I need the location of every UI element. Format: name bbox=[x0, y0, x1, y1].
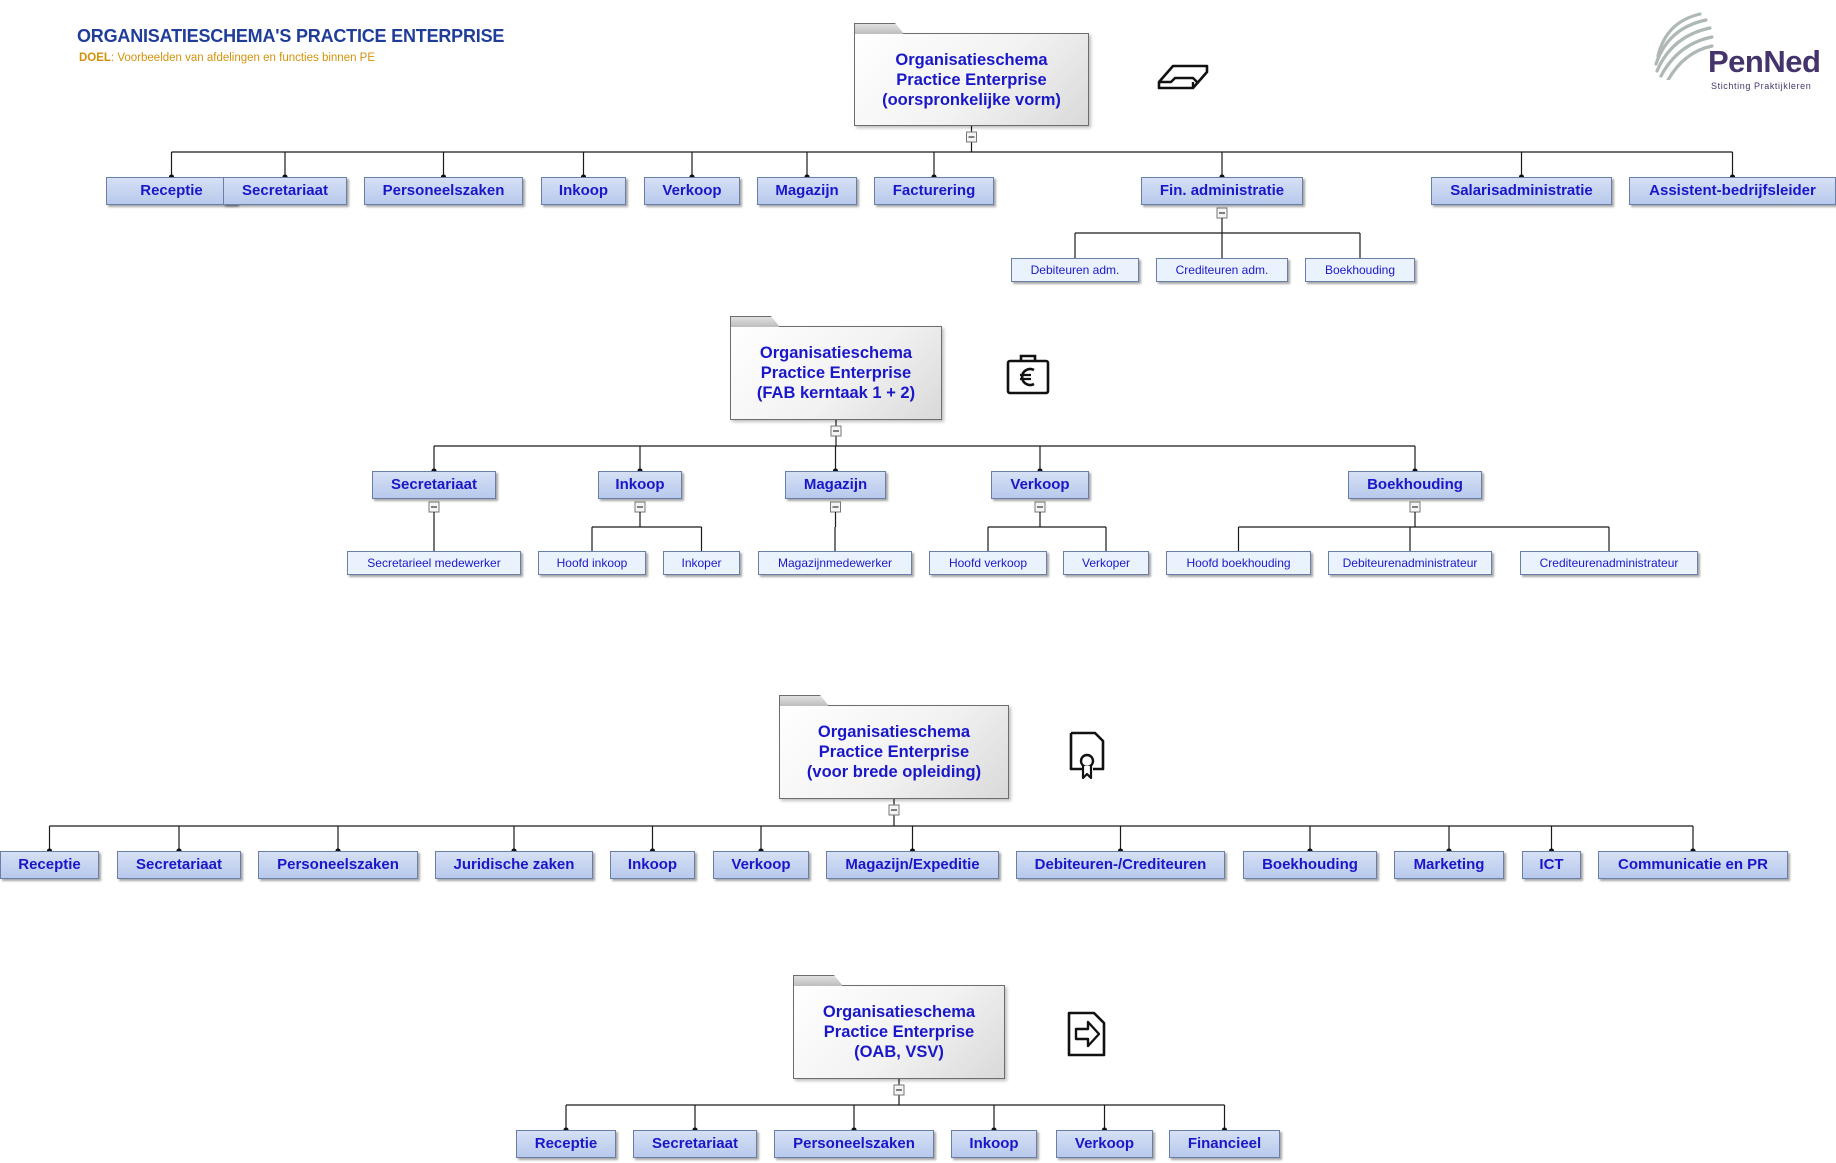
department-node[interactable]: Magazijn bbox=[785, 471, 886, 499]
department-node[interactable]: Inkoop bbox=[598, 471, 682, 499]
penned-logo: PenNed Stichting Praktijkleren bbox=[1648, 10, 1828, 95]
function-node[interactable]: Crediteuren adm. bbox=[1156, 258, 1288, 282]
root-title-line: Organisatieschema bbox=[759, 344, 913, 362]
department-node[interactable]: Verkoop bbox=[644, 177, 740, 205]
department-node[interactable]: Personeelszaken bbox=[258, 851, 418, 879]
department-node[interactable]: Assistent-bedrijfsleider bbox=[1629, 177, 1836, 205]
function-node[interactable]: Verkoper bbox=[1063, 551, 1149, 575]
collapse-toggle-icon[interactable] bbox=[893, 1084, 905, 1096]
root-title-line: Practice Enterprise bbox=[823, 1023, 975, 1041]
department-node[interactable]: Inkoop bbox=[541, 177, 626, 205]
logo-tagline: Stichting Praktijkleren bbox=[1711, 81, 1812, 91]
department-node[interactable]: Boekhouding bbox=[1243, 851, 1377, 879]
department-node[interactable]: Inkoop bbox=[610, 851, 695, 879]
subtitle-label: DOEL bbox=[79, 52, 111, 64]
department-node[interactable]: Juridische zaken bbox=[435, 851, 593, 879]
arrow-document-icon bbox=[1066, 1010, 1108, 1063]
root-title-line: Organisatieschema bbox=[895, 50, 1048, 69]
department-node[interactable]: Receptie bbox=[0, 851, 99, 879]
root-title-line: (voor brede opleiding) bbox=[806, 763, 982, 781]
department-node[interactable]: Boekhouding bbox=[1348, 471, 1482, 499]
logo-swirl-icon bbox=[1654, 12, 1714, 80]
subtitle-text: : Voorbeelden van afdelingen en functies… bbox=[110, 52, 376, 64]
department-node[interactable]: Verkoop bbox=[1056, 1130, 1153, 1158]
department-node[interactable]: Secretariaat bbox=[633, 1130, 757, 1158]
root-title-line: Practice Enterprise bbox=[896, 70, 1047, 89]
root-title-line: Organisatieschema bbox=[822, 1003, 976, 1021]
department-node[interactable]: Financieel bbox=[1169, 1130, 1280, 1158]
department-node[interactable]: Verkoop bbox=[991, 471, 1089, 499]
function-node[interactable]: Crediteurenadministrateur bbox=[1520, 551, 1698, 575]
department-node[interactable]: Magazijn/Expeditie bbox=[826, 851, 999, 879]
root-title-line: (FAB kerntaak 1 + 2) bbox=[756, 384, 916, 402]
department-node[interactable]: Secretariaat bbox=[117, 851, 241, 879]
function-node[interactable]: Hoofd inkoop bbox=[538, 551, 646, 575]
function-node[interactable]: Inkoper bbox=[663, 551, 740, 575]
department-node[interactable]: Personeelszaken bbox=[774, 1130, 934, 1158]
department-node[interactable]: Personeelszaken bbox=[364, 177, 523, 205]
department-node[interactable]: Fin. administratie bbox=[1141, 177, 1303, 205]
department-node[interactable]: ICT bbox=[1522, 851, 1581, 879]
root-title-line: (OAB, VSV) bbox=[854, 1043, 944, 1061]
function-node[interactable]: Secretarieel medewerker bbox=[347, 551, 521, 575]
department-node[interactable]: Secretariaat bbox=[372, 471, 496, 499]
inbox-tray-icon bbox=[1155, 60, 1211, 99]
function-node[interactable]: Boekhouding bbox=[1305, 258, 1415, 282]
collapse-toggle-icon[interactable] bbox=[830, 425, 842, 437]
collapse-toggle-icon[interactable] bbox=[1409, 501, 1421, 513]
certificate-icon bbox=[1067, 729, 1107, 786]
root-title-line: Practice Enterprise bbox=[818, 743, 970, 761]
root-title-line: Practice Enterprise bbox=[760, 364, 912, 382]
department-node[interactable]: Secretariaat bbox=[223, 177, 347, 205]
department-node[interactable]: Salarisadministratie bbox=[1431, 177, 1612, 205]
collapse-toggle-icon[interactable] bbox=[888, 804, 900, 816]
collapse-toggle-icon[interactable] bbox=[966, 131, 977, 143]
department-node[interactable]: Receptie bbox=[516, 1130, 616, 1158]
page-subtitle: DOEL: Voorbeelden van afdelingen en func… bbox=[79, 52, 375, 64]
logo-name: PenNed bbox=[1708, 44, 1821, 79]
root-title-line: (oorspronkelijke vorm) bbox=[882, 90, 1061, 109]
department-node[interactable]: Receptie bbox=[106, 177, 237, 205]
collapse-toggle-icon[interactable] bbox=[830, 501, 841, 513]
collapse-toggle-icon[interactable] bbox=[428, 501, 440, 513]
euro-briefcase-icon bbox=[1005, 352, 1051, 401]
department-node[interactable]: Magazijn bbox=[757, 177, 857, 205]
page-title: ORGANISATIESCHEMA'S PRACTICE ENTERPRISE bbox=[77, 26, 505, 46]
department-node[interactable]: Inkoop bbox=[951, 1130, 1037, 1158]
collapse-toggle-icon[interactable] bbox=[1034, 501, 1046, 513]
department-node[interactable]: Verkoop bbox=[713, 851, 809, 879]
function-node[interactable]: Hoofd verkoop bbox=[929, 551, 1047, 575]
department-node[interactable]: Debiteuren-/Crediteuren bbox=[1016, 851, 1225, 879]
collapse-toggle-icon[interactable] bbox=[634, 501, 646, 513]
function-node[interactable]: Magazijnmedewerker bbox=[758, 551, 912, 575]
function-node[interactable]: Debiteurenadministrateur bbox=[1328, 551, 1492, 575]
department-node[interactable]: Marketing bbox=[1394, 851, 1504, 879]
root-title-line: Organisatieschema bbox=[817, 723, 971, 741]
department-node[interactable]: Communicatie en PR bbox=[1598, 851, 1788, 879]
function-node[interactable]: Debiteuren adm. bbox=[1011, 258, 1139, 282]
department-node[interactable]: Facturering bbox=[874, 177, 994, 205]
function-node[interactable]: Hoofd boekhouding bbox=[1166, 551, 1311, 575]
collapse-toggle-icon[interactable] bbox=[1216, 207, 1228, 219]
